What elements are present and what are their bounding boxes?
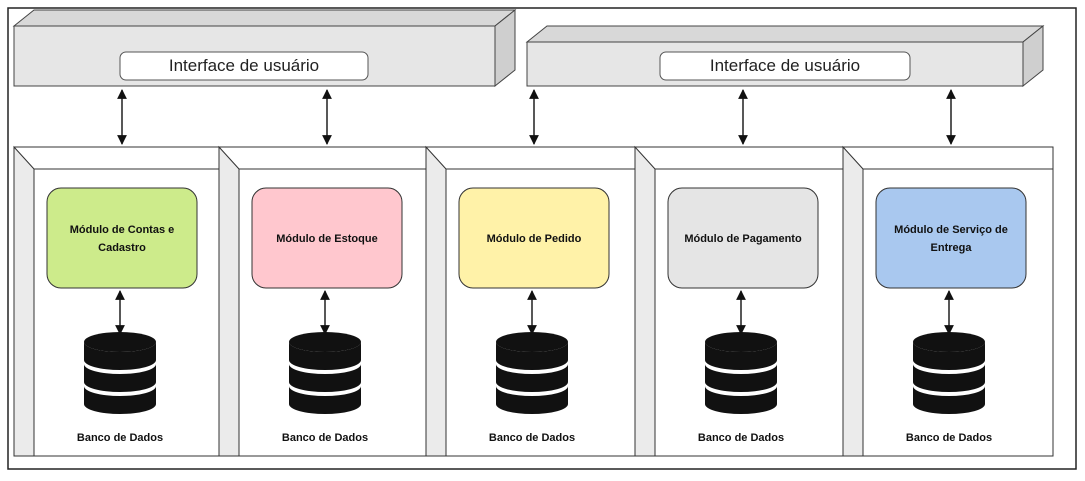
module-label: Módulo de Contas e xyxy=(70,224,175,236)
database-icon xyxy=(84,332,156,414)
module-label: Módulo de Serviço de xyxy=(894,224,1008,236)
database-icon xyxy=(913,332,985,414)
interface-bar-1: Interface de usuário xyxy=(12,8,517,88)
database-icon xyxy=(289,332,361,414)
module-label: Entrega xyxy=(931,242,973,254)
module-box xyxy=(251,187,403,289)
module-box xyxy=(875,187,1027,289)
module-label: Módulo de Pedido xyxy=(487,233,582,245)
database-label: Banco de Dados xyxy=(77,432,163,444)
module-label: Módulo de Pagamento xyxy=(684,233,802,245)
database-icon xyxy=(705,332,777,414)
module-box xyxy=(458,187,610,289)
interface-bar-2: Interface de usuário xyxy=(525,24,1045,88)
interface-label-box-2 xyxy=(659,51,911,81)
database-label: Banco de Dados xyxy=(698,432,784,444)
module-box xyxy=(46,187,198,289)
interface-label-2: Interface de usuário xyxy=(710,56,860,75)
database-icon xyxy=(496,332,568,414)
database-label: Banco de Dados xyxy=(906,432,992,444)
module-label: Cadastro xyxy=(98,242,146,254)
module-box xyxy=(667,187,819,289)
interface-label-box-1 xyxy=(119,51,369,81)
database-label: Banco de Dados xyxy=(282,432,368,444)
interface-label-1: Interface de usuário xyxy=(169,56,319,75)
database-label: Banco de Dados xyxy=(489,432,575,444)
module-label: Módulo de Estoque xyxy=(276,233,377,245)
